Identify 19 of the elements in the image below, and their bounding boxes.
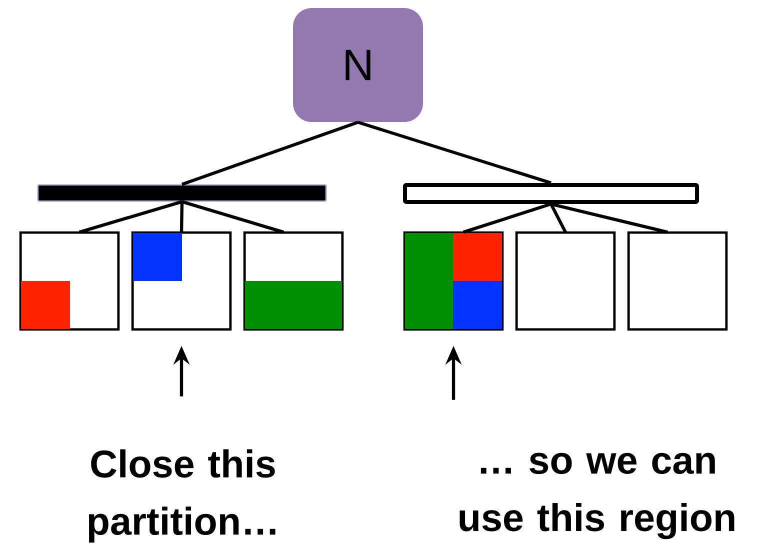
tree-line [550, 203, 567, 233]
caption-text: Close this partition… [88, 449, 276, 543]
tree-line [78, 200, 182, 234]
region-box [19, 231, 120, 331]
region-box [243, 231, 344, 331]
tree-line [358, 120, 552, 184]
region-box [403, 231, 504, 331]
region-box [131, 231, 232, 331]
tree-line [550, 202, 668, 234]
partition-bar [37, 184, 327, 202]
tree-line [181, 120, 359, 186]
tree-line [180, 202, 184, 232]
region-box [627, 231, 728, 331]
region-box [515, 231, 616, 331]
node-box: N [293, 8, 423, 122]
tree-line [462, 202, 552, 234]
partition-bar [403, 182, 699, 204]
caption-text: … so we can use this region [460, 452, 734, 540]
tree-line [182, 200, 284, 234]
